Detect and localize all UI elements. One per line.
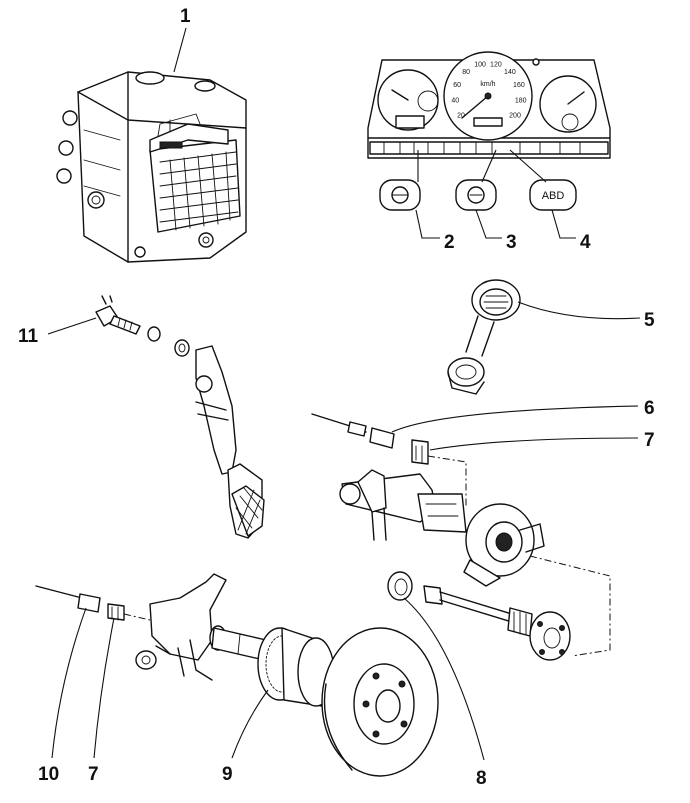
speedometer-tick-80: 80 [462,69,470,76]
speedometer-tick-100: 100 [474,62,486,69]
callout-2: 2 [444,232,455,253]
callout-7-front: 7 [644,430,655,451]
speedometer-unit: km/h [480,81,495,88]
abs-control-unit [56,71,247,263]
instrument-cluster: ABD [367,51,611,211]
speedometer-tick-20: 20 [457,112,465,119]
callout-5: 5 [644,310,655,331]
front-sensor-bush [411,439,429,465]
callout-11: 11 [18,326,39,347]
rear-wheel-carrier [135,573,267,681]
front-speed-sensor [311,413,395,449]
speedometer-tick-160: 160 [513,82,525,89]
speedometer-tick-140: 140 [504,69,516,76]
speedometer-tick-40: 40 [451,98,459,105]
brake-disc [321,627,439,777]
speedometer-tick-60: 60 [453,82,461,89]
seal-ring [387,571,413,601]
callout-9: 9 [222,764,233,785]
callout-3: 3 [506,232,517,253]
brake-pedal [195,345,265,539]
brake-light-switch [95,295,190,357]
rear-sensor-bush [107,603,125,621]
diagnostic-connector [447,279,521,395]
rear-speed-sensor [35,585,101,613]
callout-6: 6 [644,398,655,419]
callout-10: 10 [38,764,59,785]
abd-lamp-label: ABD [542,190,565,202]
callout-8: 8 [476,768,487,789]
speedometer-tick-180: 180 [515,98,527,105]
speedometer-tick-200: 200 [509,112,521,119]
callout-4: 4 [580,232,591,253]
abd-warning-lamp [529,179,577,211]
front-hub-carrier [339,469,545,587]
callout-7-rear: 7 [88,764,99,785]
callout-1: 1 [180,6,191,27]
speedometer-tick-120: 120 [490,62,502,69]
drive-shaft [423,585,571,661]
